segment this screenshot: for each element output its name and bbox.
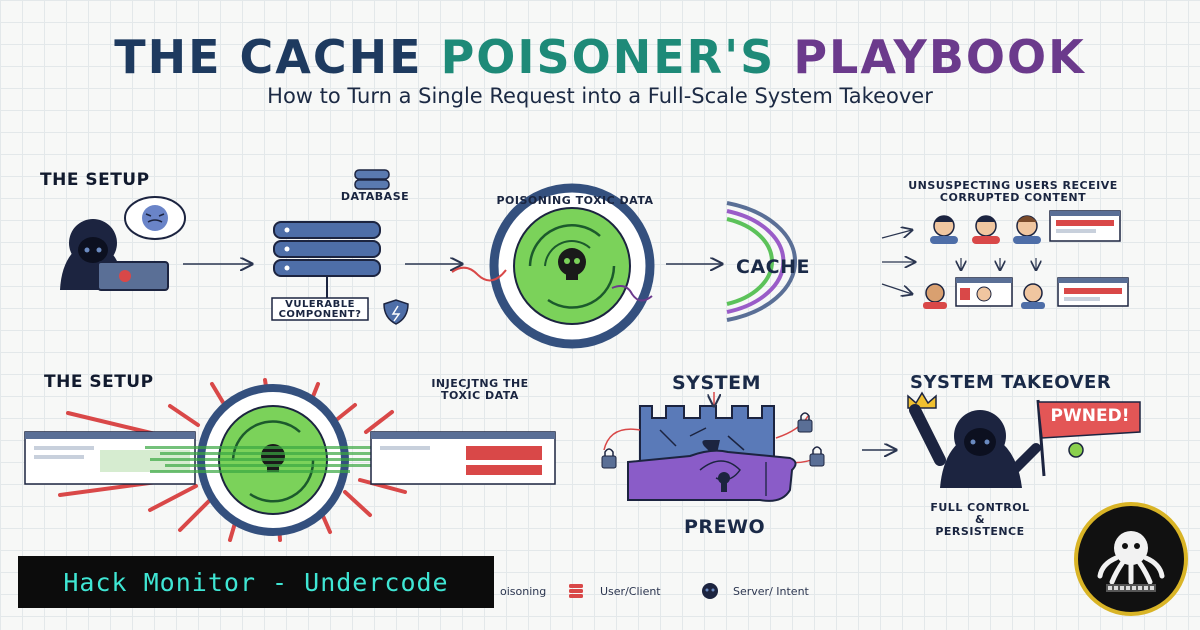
shield-icon [383, 299, 409, 325]
user-avatar-icon [1013, 215, 1041, 244]
setup-heading: THE SETUP [40, 170, 150, 190]
browser-window-icon [955, 277, 1013, 307]
connector-line [775, 415, 809, 439]
page-title: THE CACHE POISONER'S PLAYBOOK [114, 30, 1086, 84]
database-server-icon [273, 221, 381, 298]
cache-arcs-icon [726, 201, 798, 322]
prewo-label: PREWO [684, 516, 766, 538]
vulnerable-component-box [271, 297, 369, 321]
poison-core-icon [489, 183, 655, 349]
user-avatar-icon [1021, 283, 1045, 309]
vulnerable-component-label: VULERABLE COMPONENT? [278, 299, 362, 320]
poisoning-label: POISONING TOXIC DATA [496, 194, 654, 207]
flag-icon [1036, 399, 1141, 477]
legend-user-client: User/Client [600, 585, 661, 598]
hack-monitor-banner: Hack Monitor - Undercode [18, 556, 494, 608]
connector-line [603, 428, 641, 451]
octopus-icon [1097, 531, 1165, 592]
grabbing-hand-icon [627, 449, 797, 502]
toxic-stream [611, 285, 653, 302]
legend-poisoning: oisoning [500, 585, 547, 598]
takeover-heading: SYSTEM TAKEOVER [910, 372, 1112, 393]
octopus-logo-badge [1074, 502, 1188, 616]
database-small-icon [354, 169, 390, 190]
database-label: DATABASE [340, 190, 410, 203]
padlock-icon [601, 448, 617, 469]
page-subtitle: How to Turn a Single Request into a Full… [267, 84, 933, 108]
legend-server-intent: Server/ Intent [733, 585, 809, 598]
padlock-icon [797, 412, 813, 433]
server-intent-legend-icon [702, 583, 718, 599]
browser-window-icon [1049, 210, 1121, 242]
glitch-text-overlay [145, 446, 405, 473]
hacker-icon [60, 219, 169, 291]
speech-bubble-icon [124, 196, 186, 240]
hacker-raised-arm-icon [909, 404, 1041, 488]
browser-window-icon [370, 431, 556, 485]
users-label: UNSUSPECTING USERS RECEIVE CORRUPTED CON… [908, 179, 1118, 204]
injecting-label: INJECJTNG THE TOXIC DATA [431, 377, 529, 402]
user-avatar-icon [972, 215, 1000, 244]
pwned-flag-text: PWNED! [1050, 406, 1130, 426]
arrow [881, 283, 912, 294]
toxic-stream [451, 266, 507, 282]
user-avatar-icon [930, 215, 958, 244]
user-client-legend-icon [569, 584, 583, 598]
arrow [881, 230, 912, 239]
setup-heading-2: THE SETUP [44, 372, 154, 392]
padlock-icon [809, 446, 825, 467]
cache-label: CACHE [736, 256, 810, 278]
full-control-label: FULL CONTROL & PERSISTENCE [930, 501, 1030, 538]
user-avatar-icon [923, 283, 947, 309]
system-heading: SYSTEM [672, 372, 761, 394]
browser-window-icon [1057, 277, 1129, 307]
banner-text: Hack Monitor - Undercode [63, 567, 449, 597]
